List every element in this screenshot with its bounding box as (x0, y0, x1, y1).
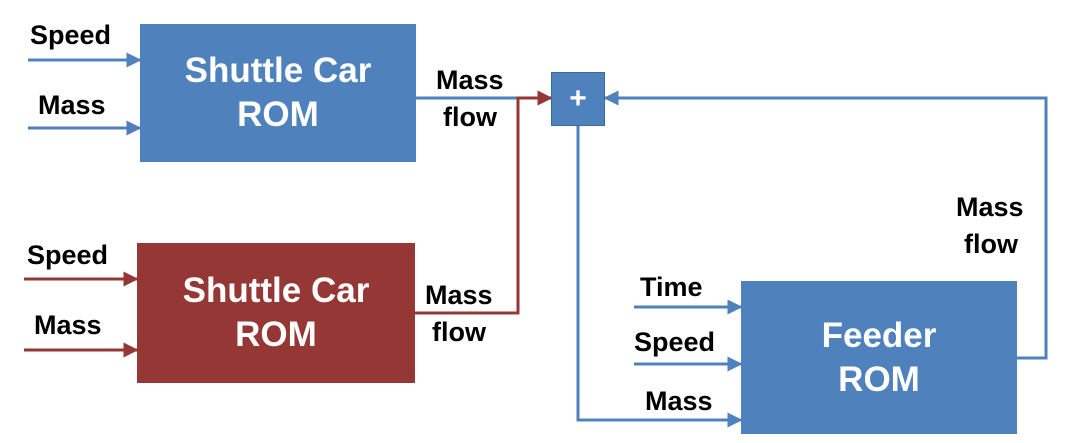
feeder-speed-label: Speed (634, 327, 716, 357)
block-title-line1: Shuttle Car (182, 271, 370, 311)
bottom-massflow-label-1: Mass (425, 280, 493, 310)
plus-icon: + (569, 82, 587, 115)
feeder-massflow-feedback-arrow (603, 90, 1048, 360)
shuttle-car-rom-block-top: Shuttle Car ROM (140, 24, 416, 162)
block-title-line1: Shuttle Car (184, 51, 372, 91)
top-massflow-label-2: flow (443, 102, 497, 132)
block-title-line1: Feeder (821, 315, 937, 355)
feeder-time-label: Time (640, 272, 703, 302)
feeder-mass-label: Mass (645, 386, 713, 416)
block-title-line2: ROM (237, 95, 319, 134)
block-title-line2: ROM (838, 359, 920, 399)
bottom-mass-label: Mass (34, 310, 102, 340)
block-title-line2: ROM (235, 315, 317, 354)
feeder-rom-block: Feeder ROM (741, 281, 1017, 434)
sum-junction: + (551, 72, 605, 126)
shuttle-car-rom-block-bottom: Shuttle Car ROM (137, 243, 415, 383)
sum-to-feeder-mass-arrow (576, 126, 743, 428)
top-mass-label: Mass (38, 90, 106, 120)
top-massflow-label-1: Mass (436, 65, 504, 95)
feeder-massflow-label-1: Mass (956, 192, 1024, 222)
bottom-massflow-arrow (415, 90, 553, 315)
bottom-massflow-label-2: flow (432, 317, 486, 347)
feeder-massflow-label-2: flow (964, 229, 1018, 259)
bottom-speed-label: Speed (27, 240, 109, 270)
top-speed-label: Speed (30, 20, 112, 50)
